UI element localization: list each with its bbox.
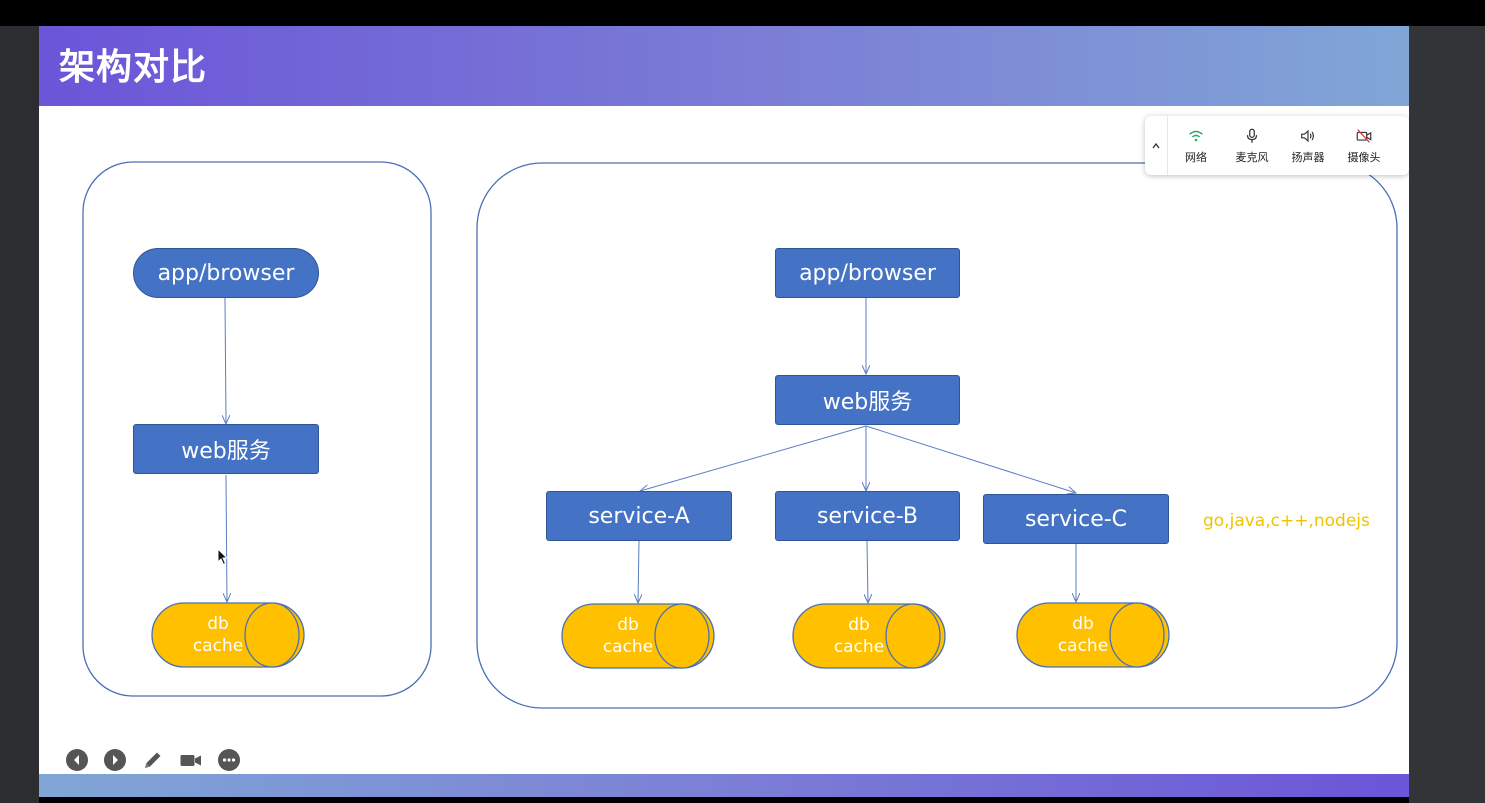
left-sidebar [0,0,39,803]
slide-header: 架构对比 [39,26,1409,106]
left-client-node: app/browser [133,248,319,298]
language-annotation: go,java,c++,nodejs [1203,511,1370,531]
service-b-node: service-B [775,491,960,541]
db-label-line1: db [848,615,870,635]
arrow-service-a-to-db [638,540,639,603]
video-camera-button[interactable] [179,748,203,772]
speaker-icon [1301,129,1314,142]
network-control[interactable]: 网络 [1168,127,1224,165]
camera-control[interactable]: 摄像头 [1336,127,1392,165]
arrow-left-web-to-db [226,474,227,602]
slide-toolbar [65,748,241,772]
microphone-control[interactable]: 麦克风 [1224,127,1280,165]
top-black-bar [0,0,1485,26]
next-slide-button[interactable] [103,748,127,772]
db-label-line1: db [617,615,639,635]
service-a-db-label: db cache [569,603,725,669]
left-architecture-frame [82,161,432,697]
arrow-web-to-service-c [865,425,1076,493]
service-c-db-label: db cache [1024,602,1180,668]
pen-icon [145,752,161,768]
left-db-label: db cache [159,602,315,668]
wifi-icon [1189,130,1203,141]
diagram-canvas [82,161,1398,709]
db-label-line2: cache [602,637,654,657]
slide-title: 架构对比 [59,47,208,88]
camera-label: 摄像头 [1347,150,1381,164]
arrow-service-b-to-db [867,540,868,603]
right-client-node: app/browser [775,248,960,298]
left-web-service-node: web服务 [133,424,319,474]
service-a-db-cylinder [561,603,715,669]
collapse-panel-button[interactable] [1145,116,1168,175]
db-label-line1: db [207,614,229,634]
right-architecture-frame [476,162,1398,709]
video-camera-icon [180,755,201,766]
speaker-control[interactable]: 扬声器 [1280,127,1336,165]
presentation-slide: 架构对比 [39,26,1409,797]
right-web-service-node: web服务 [775,375,960,425]
more-icon [218,749,240,771]
right-side-panel [1409,0,1485,803]
arrow-left-client-to-web [225,296,226,424]
db-label-line1: db [1072,614,1094,634]
arrow-web-to-service-a [640,425,867,491]
av-control-panel: 网络 麦克风 扬声器 摄像头 [1145,116,1409,175]
more-options-button[interactable] [217,748,241,772]
slide-footer [39,774,1409,797]
microphone-icon [1246,128,1258,143]
camera-off-icon [1356,128,1372,143]
speaker-label: 扬声器 [1291,150,1325,164]
mouse-cursor-icon [217,548,229,566]
service-c-db-cylinder [1016,602,1170,668]
db-label-line2: cache [192,636,244,656]
db-label-line2: cache [833,637,885,657]
service-a-node: service-A [546,491,732,541]
db-label-line2: cache [1057,636,1109,656]
network-label: 网络 [1185,150,1207,164]
microphone-label: 麦克风 [1235,150,1269,164]
previous-icon [66,749,88,771]
service-b-db-label: db cache [800,603,956,669]
previous-slide-button[interactable] [65,748,89,772]
left-db-cylinder [151,602,305,668]
pen-button[interactable] [141,748,165,772]
bottom-black-bar [39,797,1409,803]
next-icon [104,749,126,771]
service-b-db-cylinder [792,603,946,669]
service-c-node: service-C [983,494,1169,544]
chevron-up-icon [1152,142,1160,148]
